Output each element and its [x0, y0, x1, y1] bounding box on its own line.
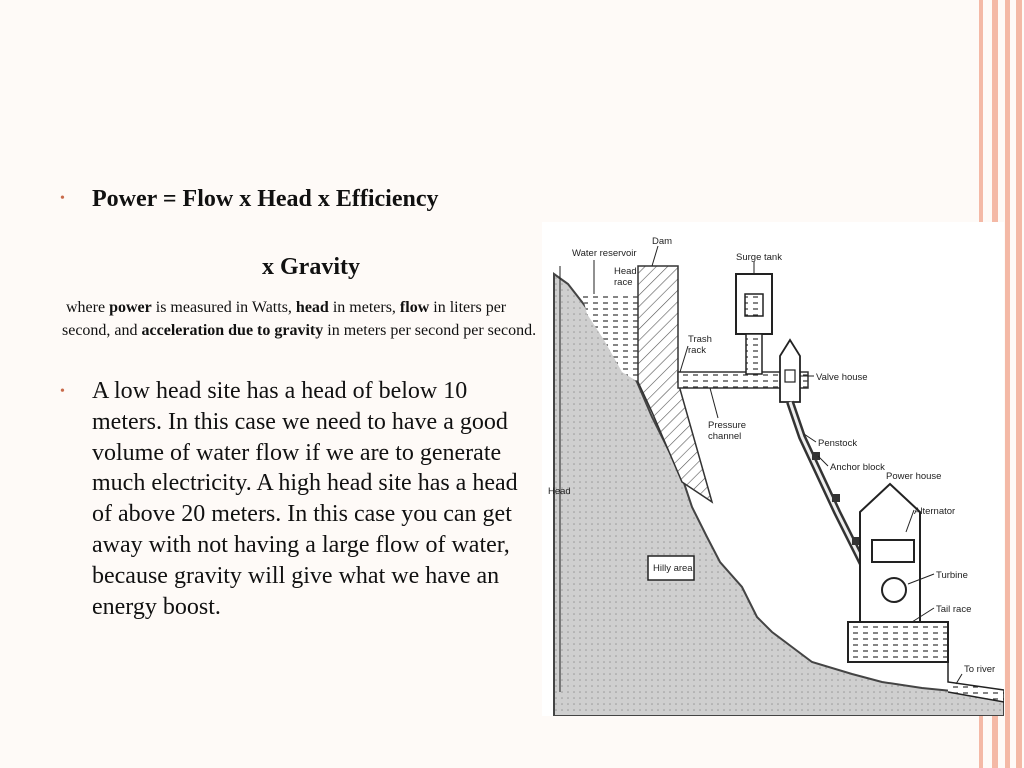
decor-stripe	[1016, 0, 1022, 768]
alternator	[871, 539, 915, 563]
hydropower-diagram: Water reservoir Dam Head race Surge tank…	[542, 222, 1004, 716]
label-valve-house: Valve house	[816, 372, 868, 383]
label-penstock: Penstock	[818, 438, 857, 449]
note-text-4: in meters per second per second.	[327, 322, 537, 339]
label-power-house: Power house	[886, 471, 941, 482]
head-paragraph: A low head site has a head of below 10 m…	[92, 378, 518, 620]
note-head: head	[295, 299, 329, 316]
label-head-race-1: Head	[614, 266, 637, 277]
label-surge-tank: Surge tank	[736, 252, 782, 263]
label-dam: Dam	[652, 236, 672, 247]
label-pressure-channel-1: Pressure	[708, 420, 746, 431]
label-to-river: To river	[964, 664, 995, 675]
decor-stripe	[1005, 0, 1010, 768]
label-alternator: Alternator	[914, 506, 955, 517]
leader-line	[679, 345, 689, 373]
note-text-1: is measured in Watts,	[155, 299, 292, 316]
hilly-area-box	[647, 555, 695, 581]
river	[947, 662, 1004, 703]
note-flow: flow	[399, 299, 430, 316]
note-text-2: in meters,	[332, 299, 396, 316]
bullet-icon: •	[60, 384, 65, 399]
leader-line	[651, 245, 659, 267]
dam	[637, 265, 714, 504]
label-head: Head	[548, 486, 571, 497]
label-trash-rack-2: rack	[688, 345, 706, 356]
label-hilly-area: Hilly area	[653, 563, 693, 574]
formula-note: where power is measured in Watts, head i…	[62, 296, 542, 342]
leader-line	[817, 455, 829, 467]
leader-line	[709, 387, 719, 419]
turbine	[881, 577, 907, 603]
leader-line	[907, 573, 935, 585]
anchor-block	[852, 537, 860, 545]
note-where: where	[66, 299, 106, 316]
note-accel: acceleration due to gravity	[141, 322, 324, 339]
leader-line	[803, 433, 817, 443]
surge-tank-shaft	[745, 333, 763, 375]
tail-race	[847, 621, 949, 663]
label-water-reservoir: Water reservoir	[572, 248, 637, 259]
formula-line-2: x Gravity	[262, 254, 360, 280]
anchor-block	[812, 452, 820, 460]
label-anchor-block: Anchor block	[830, 462, 885, 473]
label-turbine: Turbine	[936, 570, 968, 581]
label-head-race-2: race	[614, 277, 632, 288]
anchor-block	[832, 494, 840, 502]
surge-tank-inner	[744, 293, 764, 317]
water-reservoir	[582, 294, 638, 382]
label-trash-rack-1: Trash	[688, 334, 712, 345]
leader-line	[955, 673, 963, 685]
leader-line	[905, 509, 915, 533]
leader-line	[911, 607, 935, 623]
label-tail-race: Tail race	[936, 604, 971, 615]
bullet-icon: •	[60, 191, 65, 206]
label-pressure-channel-2: channel	[708, 431, 741, 442]
valve-house-window	[784, 369, 796, 383]
formula-line-1: Power = Flow x Head x Efficiency	[92, 186, 439, 212]
hydropower-diagram-svg: Water reservoir Dam Head race Surge tank…	[548, 236, 1004, 716]
note-power: power	[109, 299, 152, 316]
note-text-3: in liters per second, and	[62, 299, 507, 339]
pressure-channel	[677, 371, 809, 389]
